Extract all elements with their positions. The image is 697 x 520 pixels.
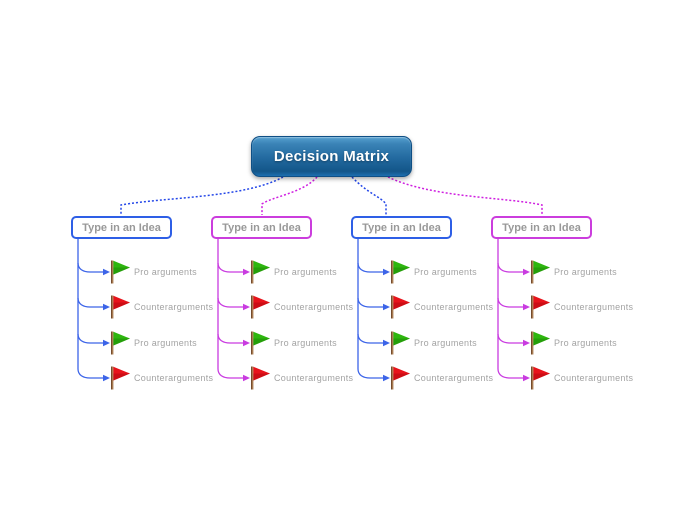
leaf-item[interactable]: Counterarguments <box>111 365 213 391</box>
leaf-item[interactable]: Counterarguments <box>251 365 353 391</box>
leaf-label: Pro arguments <box>554 338 617 348</box>
leaf-label: Counterarguments <box>274 302 354 312</box>
leaf-label: Counterarguments <box>414 373 494 383</box>
leaf-label: Counterarguments <box>134 373 214 383</box>
green-flag-icon <box>111 331 130 355</box>
leaf-item[interactable]: Pro arguments <box>111 330 197 356</box>
root-node-label: Decision Matrix <box>273 148 390 165</box>
green-flag-icon <box>531 331 550 355</box>
root-node[interactable]: Decision Matrix <box>251 136 412 177</box>
root-curves <box>120 176 543 215</box>
leaf-item[interactable]: Counterarguments <box>391 365 493 391</box>
branch-node-label: Type in an Idea <box>82 221 161 234</box>
arrow-icons-4 <box>523 268 530 382</box>
leaf-item[interactable]: Counterarguments <box>391 294 493 320</box>
leaf-item[interactable]: Counterarguments <box>531 294 633 320</box>
red-flag-icon <box>251 366 270 390</box>
red-flag-icon <box>531 366 550 390</box>
leaf-label: Counterarguments <box>414 302 494 312</box>
leaf-item[interactable]: Pro arguments <box>251 259 337 285</box>
leaf-label: Pro arguments <box>274 267 337 277</box>
red-flag-icon <box>531 295 550 319</box>
arrow-icons-2 <box>243 268 250 382</box>
arrow-icons-3 <box>383 268 390 382</box>
branch-node-4[interactable]: Type in an Idea <box>491 216 592 239</box>
branch-node-label: Type in an Idea <box>362 221 441 234</box>
leaf-item[interactable]: Counterarguments <box>531 365 633 391</box>
branch-node-label: Type in an Idea <box>222 221 301 234</box>
green-flag-icon <box>251 331 270 355</box>
branch-wires-1 <box>77 239 104 379</box>
leaf-label: Pro arguments <box>414 267 477 277</box>
leaf-item[interactable]: Pro arguments <box>391 259 477 285</box>
leaf-label: Pro arguments <box>274 338 337 348</box>
leaf-label: Pro arguments <box>134 267 197 277</box>
leaf-label: Counterarguments <box>554 373 634 383</box>
branch-node-3[interactable]: Type in an Idea <box>351 216 452 239</box>
leaf-label: Counterarguments <box>134 302 214 312</box>
red-flag-icon <box>391 366 410 390</box>
branch-wires-4 <box>497 239 524 379</box>
branch-node-2[interactable]: Type in an Idea <box>211 216 312 239</box>
arrow-icons-1 <box>103 268 110 382</box>
branch-wires-2 <box>217 239 244 379</box>
green-flag-icon <box>251 260 270 284</box>
leaf-item[interactable]: Counterarguments <box>251 294 353 320</box>
leaf-item[interactable]: Pro arguments <box>531 330 617 356</box>
branch-wires-3 <box>357 239 384 379</box>
leaf-item[interactable]: Pro arguments <box>531 259 617 285</box>
leaf-label: Pro arguments <box>554 267 617 277</box>
branch-node-label: Type in an Idea <box>502 221 581 234</box>
green-flag-icon <box>391 331 410 355</box>
leaf-label: Counterarguments <box>554 302 634 312</box>
branch-node-1[interactable]: Type in an Idea <box>71 216 172 239</box>
red-flag-icon <box>391 295 410 319</box>
green-flag-icon <box>391 260 410 284</box>
green-flag-icon <box>531 260 550 284</box>
red-flag-icon <box>111 295 130 319</box>
red-flag-icon <box>111 366 130 390</box>
leaf-label: Pro arguments <box>414 338 477 348</box>
leaf-label: Counterarguments <box>274 373 354 383</box>
leaf-label: Pro arguments <box>134 338 197 348</box>
leaf-item[interactable]: Pro arguments <box>111 259 197 285</box>
leaf-item[interactable]: Counterarguments <box>111 294 213 320</box>
leaf-item[interactable]: Pro arguments <box>391 330 477 356</box>
leaf-item[interactable]: Pro arguments <box>251 330 337 356</box>
green-flag-icon <box>111 260 130 284</box>
red-flag-icon <box>251 295 270 319</box>
